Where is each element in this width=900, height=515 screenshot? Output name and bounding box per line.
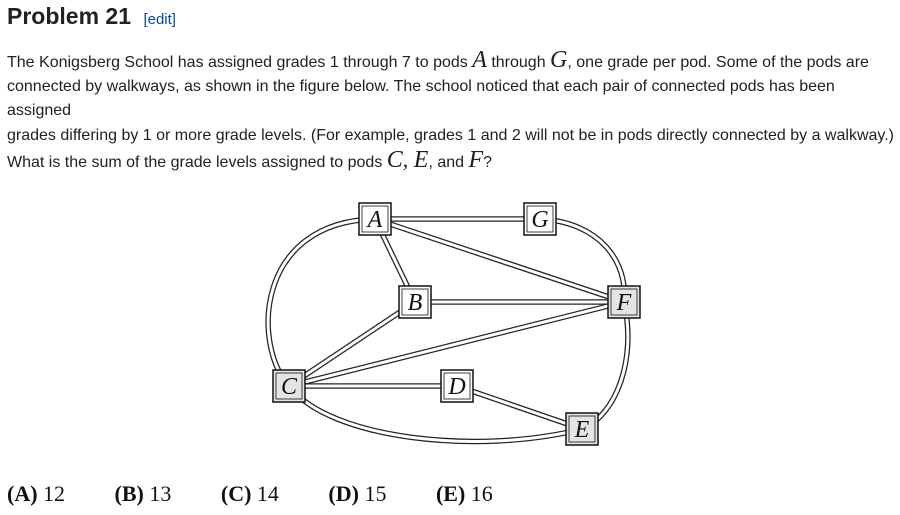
choice-d[interactable]: (D) 15 — [328, 481, 386, 507]
problem-paragraph-1: The Konigsberg School has assigned grade… — [7, 48, 897, 123]
choice-value: 12 — [43, 481, 66, 506]
math-var-f: F — [468, 147, 484, 173]
walkway-d-e — [456, 383, 583, 432]
math-var-e: E — [413, 147, 429, 173]
choice-value: 14 — [256, 481, 279, 506]
walkway-c-e — [286, 384, 583, 445]
choice-value: 16 — [470, 481, 493, 506]
choice-c[interactable]: (C) 14 — [221, 481, 279, 507]
walkway-edges — [265, 216, 631, 445]
pod-label: C — [281, 374, 298, 400]
walkway-f-e — [580, 301, 631, 432]
pod-g: G — [523, 202, 557, 236]
choice-letter: (D) — [328, 481, 359, 506]
problem-title: Problem 21 — [7, 3, 131, 29]
pod-label: D — [447, 374, 465, 400]
problem-heading: Problem 21 [edit] — [7, 3, 176, 30]
text: The Konigsberg School has assigned grade… — [7, 54, 473, 71]
choice-letter: (A) — [7, 481, 38, 506]
walkway-a-c — [265, 216, 376, 388]
math-var-a: A — [472, 47, 487, 73]
pod-label: A — [366, 207, 383, 233]
text: grades differing by 1 or more grade leve… — [7, 127, 894, 171]
pod-label: E — [574, 417, 590, 443]
pod-label: B — [408, 290, 423, 316]
walkway-c-f — [288, 299, 625, 389]
choice-e[interactable]: (E) 16 — [436, 481, 493, 507]
problem-paragraph-2: grades differing by 1 or more grade leve… — [7, 124, 897, 175]
walkway-b-c — [287, 299, 417, 389]
pod-label: F — [616, 290, 632, 316]
pod-nodes: A G B F C D E — [272, 202, 641, 446]
math-var-g: G — [550, 47, 568, 73]
pod-d: D — [440, 369, 474, 403]
text: , and — [428, 154, 469, 171]
pod-b: B — [398, 285, 432, 319]
text: ? — [483, 154, 493, 171]
edit-link[interactable]: [edit] — [143, 11, 176, 28]
text: through — [486, 54, 551, 71]
text: , one grade per pod. Some of the pods ar… — [7, 54, 869, 119]
choice-letter: (C) — [220, 481, 252, 506]
pod-a: A — [358, 202, 392, 236]
choice-letter: (B) — [114, 481, 144, 506]
choice-letter: (E) — [435, 481, 466, 506]
choice-value: 15 — [364, 481, 387, 506]
answer-choices: (A) 12 (B) 13 (C) 14 (D) 15 (E) 16 — [7, 481, 537, 507]
choice-value: 13 — [149, 481, 172, 506]
pod-f: F — [607, 285, 641, 319]
pod-c: C — [272, 369, 306, 403]
math-comma: , — [402, 147, 414, 172]
pod-label: G — [531, 207, 548, 233]
pod-e: E — [565, 412, 599, 446]
math-var-c: C — [386, 147, 403, 173]
choice-a[interactable]: (A) 12 — [7, 481, 65, 507]
choice-b[interactable]: (B) 13 — [115, 481, 172, 507]
walkway-a-f — [374, 216, 625, 305]
